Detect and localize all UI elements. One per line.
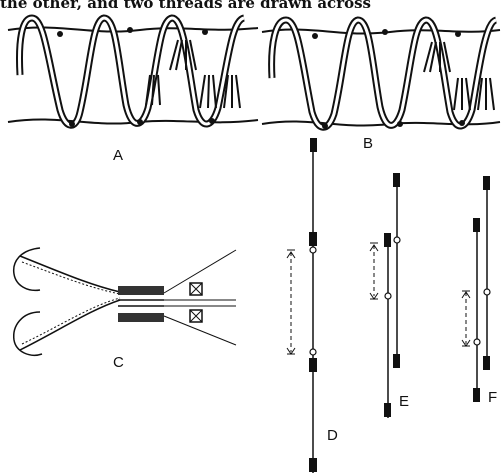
- panel-c-spinning-setup: [14, 248, 236, 355]
- panel-b-knotted-pile: [262, 20, 500, 129]
- panel-e-heddle-rods: [370, 173, 400, 418]
- panel-c-label: C: [113, 354, 124, 371]
- panel-b-label: B: [363, 135, 373, 152]
- panel-f-label: F: [488, 389, 497, 406]
- panel-e-label: E: [399, 393, 409, 410]
- panel-f-heddle-rods: [462, 176, 490, 402]
- panel-a-knotted-pile: [8, 18, 258, 127]
- panel-d-label: D: [327, 427, 338, 444]
- panel-d-heddle-rod: [287, 138, 317, 473]
- panel-a-label: A: [113, 147, 123, 164]
